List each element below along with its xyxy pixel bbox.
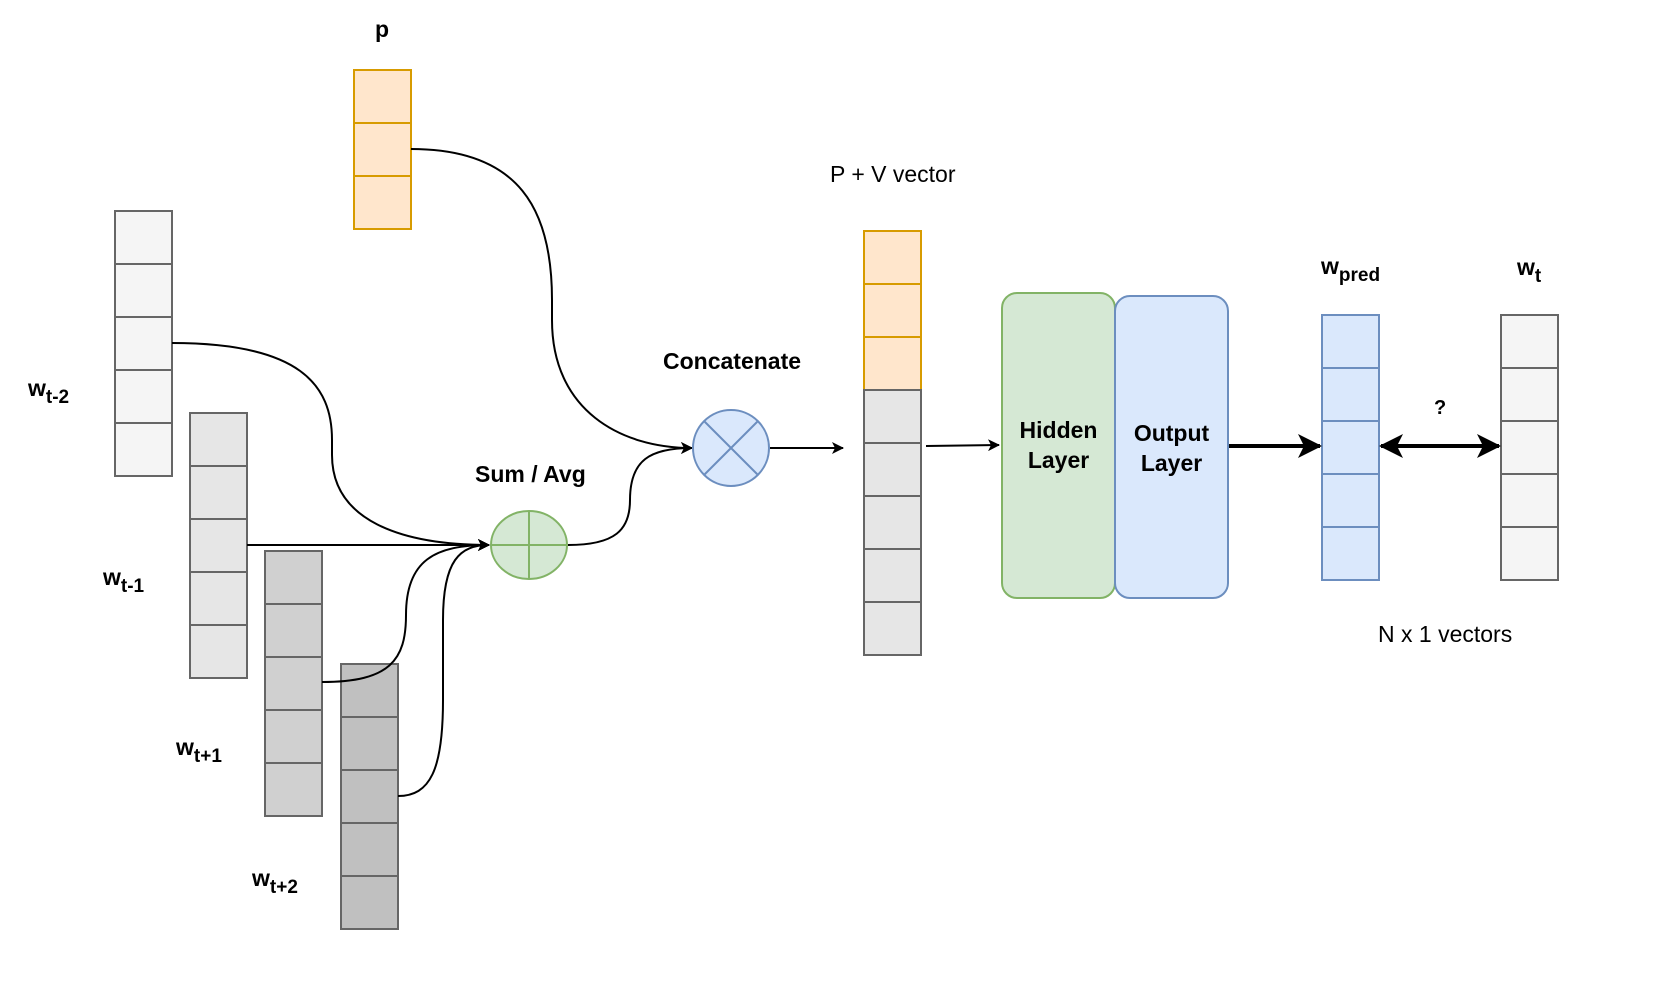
vector-cell bbox=[353, 122, 412, 177]
p-vector bbox=[353, 69, 412, 230]
vector-cell bbox=[1500, 526, 1559, 581]
p-label: p bbox=[375, 16, 390, 42]
vector-cell bbox=[264, 709, 323, 764]
w-t-plus-2-base: w bbox=[252, 865, 270, 891]
w-t-minus-1-label: wt-1 bbox=[103, 564, 144, 597]
vector-cell bbox=[114, 316, 173, 371]
vector-cell bbox=[340, 769, 399, 824]
vector-cell bbox=[1321, 367, 1380, 422]
w-t-plus-1-label: wt+1 bbox=[176, 734, 222, 767]
vector-cell bbox=[863, 283, 922, 338]
vector-cell bbox=[863, 389, 922, 444]
comparison-question-label: ? bbox=[1434, 397, 1447, 419]
vector-cell bbox=[340, 875, 399, 930]
pv-vector-v-part bbox=[863, 389, 922, 656]
w-t-sub: t bbox=[1534, 266, 1542, 287]
output-layer-label: Output Layer bbox=[1115, 418, 1228, 478]
w-t-plus-1-sub: t+1 bbox=[193, 746, 222, 767]
w-t-minus-2-vector bbox=[114, 210, 173, 477]
w-t-minus-2-sub: t-2 bbox=[45, 387, 70, 408]
hidden-layer-label-line2: Layer bbox=[1027, 447, 1090, 473]
hidden-layer-label: Hidden Layer bbox=[1002, 415, 1115, 475]
vector-cell bbox=[189, 624, 248, 679]
vector-cell bbox=[1321, 473, 1380, 528]
output-layer-label-line2: Layer bbox=[1140, 450, 1203, 476]
w-t-label: wt bbox=[1517, 254, 1541, 287]
w-t-minus-2-label: wt-2 bbox=[28, 375, 69, 408]
vector-cell bbox=[114, 263, 173, 318]
w-pred-sub: pred bbox=[1338, 265, 1381, 286]
pv-vector-label: P + V vector bbox=[830, 161, 956, 187]
pv-vector-p-part bbox=[863, 230, 922, 391]
w-t-plus-2-label: wt+2 bbox=[252, 865, 298, 898]
edge-sum-to-concatenate bbox=[567, 442, 693, 546]
edge-p-to-concatenate bbox=[410, 148, 693, 454]
vector-cell bbox=[340, 716, 399, 771]
vector-cell bbox=[114, 210, 173, 265]
vector-cell bbox=[189, 412, 248, 467]
edge-w-t-plus-1-to-sum bbox=[321, 539, 490, 683]
w-t-minus-1-vector bbox=[189, 412, 248, 679]
vector-cell bbox=[114, 422, 173, 477]
vector-cell bbox=[353, 69, 412, 124]
w-t-plus-1-vector bbox=[264, 550, 323, 817]
w-t-plus-2-sub: t+2 bbox=[269, 877, 298, 898]
vector-cell bbox=[863, 230, 922, 285]
vector-cell bbox=[264, 550, 323, 605]
vector-cell bbox=[114, 369, 173, 424]
vector-cell bbox=[1321, 526, 1380, 581]
vector-cell bbox=[340, 663, 399, 718]
sum-avg-node bbox=[490, 510, 568, 580]
edge-w-t-minus-2-to-sum bbox=[171, 342, 490, 551]
sum-avg-label: Sum / Avg bbox=[475, 461, 586, 487]
edge-w-t-plus-2-to-sum bbox=[397, 539, 490, 797]
concatenate-label: Concatenate bbox=[663, 348, 802, 374]
plus-icon bbox=[491, 511, 567, 579]
w-pred-vector bbox=[1321, 314, 1380, 581]
vector-cell bbox=[863, 601, 922, 656]
vector-cell bbox=[1500, 473, 1559, 528]
w-t-vector bbox=[1500, 314, 1559, 581]
vector-cell bbox=[264, 656, 323, 711]
vector-cell bbox=[189, 518, 248, 573]
cross-icon bbox=[703, 420, 759, 476]
vector-cell bbox=[189, 465, 248, 520]
edge-pv-to-hidden bbox=[925, 439, 1000, 452]
concatenate-node bbox=[692, 409, 770, 487]
vector-cell bbox=[863, 336, 922, 391]
vector-cell bbox=[340, 822, 399, 877]
hidden-layer-label-line1: Hidden bbox=[1019, 417, 1098, 443]
vector-cell bbox=[353, 175, 412, 230]
vector-cell bbox=[189, 571, 248, 626]
output-layer-label-line1: Output bbox=[1133, 420, 1210, 446]
vector-cell bbox=[1321, 314, 1380, 369]
vector-cell bbox=[863, 442, 922, 497]
vector-cell bbox=[1500, 367, 1559, 422]
w-t-minus-2-base: w bbox=[28, 375, 46, 401]
w-t-plus-1-base: w bbox=[176, 734, 194, 760]
w-pred-label: wpred bbox=[1321, 253, 1380, 286]
output-layer-box bbox=[1114, 295, 1229, 599]
vectors-note-label: N x 1 vectors bbox=[1378, 621, 1513, 647]
vector-cell bbox=[863, 548, 922, 603]
w-pred-base: w bbox=[1321, 253, 1339, 279]
vector-cell bbox=[1500, 420, 1559, 475]
w-t-minus-1-base: w bbox=[103, 564, 121, 590]
vector-cell bbox=[1500, 314, 1559, 369]
vector-cell bbox=[264, 603, 323, 658]
w-t-plus-2-vector bbox=[340, 663, 399, 930]
vector-cell bbox=[863, 495, 922, 550]
vector-cell bbox=[1321, 420, 1380, 475]
w-t-base: w bbox=[1517, 254, 1535, 280]
w-t-minus-1-sub: t-1 bbox=[120, 576, 145, 597]
vector-cell bbox=[264, 762, 323, 817]
